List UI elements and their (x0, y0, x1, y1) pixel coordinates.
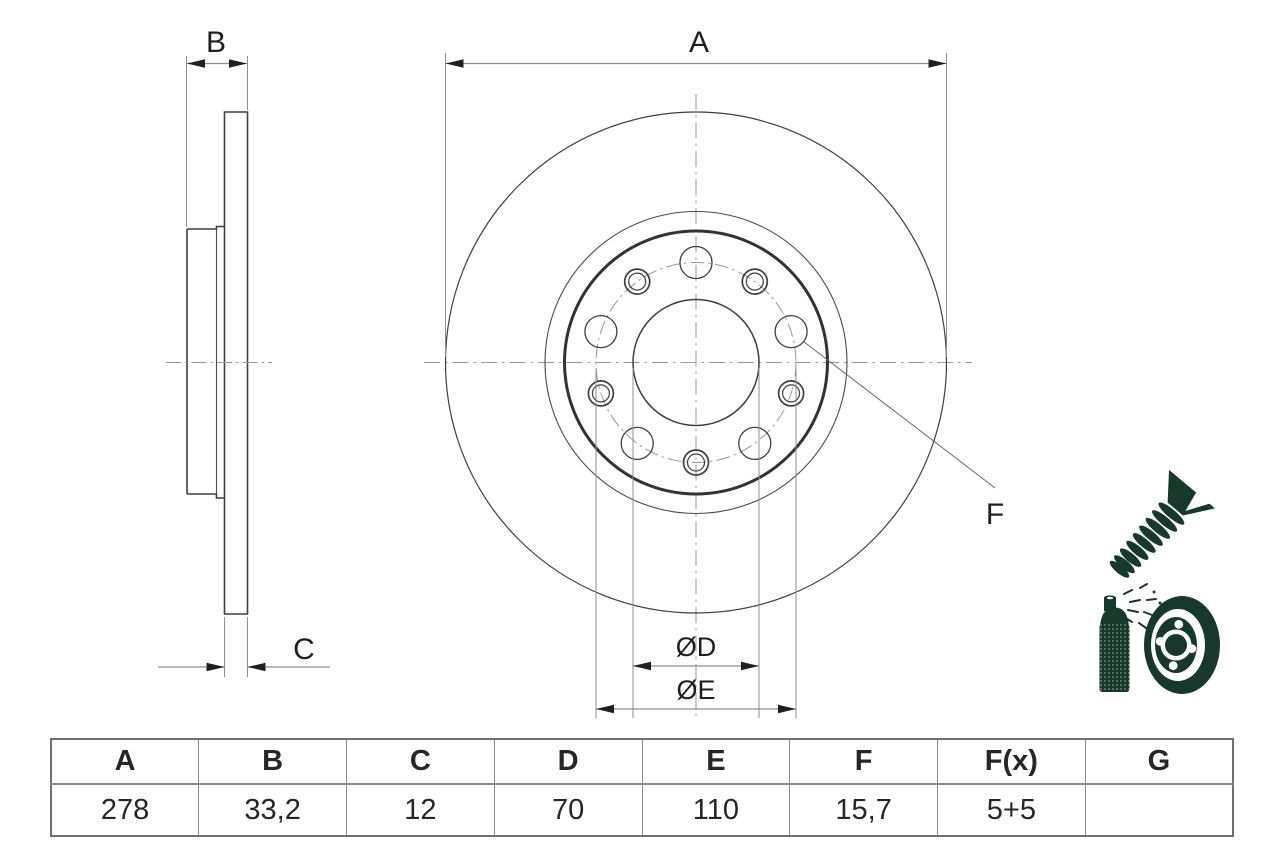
secondary-hole (741, 268, 769, 295)
secondary-hole (623, 268, 651, 295)
bolt-hole (620, 426, 654, 461)
dimension-e-label: ØE (676, 675, 715, 705)
dimension-d: ØD (632, 368, 760, 718)
secondary-hole (587, 380, 615, 407)
secondary-holes (587, 268, 805, 476)
spec-value-b: 33,2 (198, 783, 347, 837)
dimension-c: C (158, 617, 330, 677)
dimension-e: ØE (595, 368, 797, 718)
secondary-hole (682, 449, 710, 476)
friction-ring-outline (223, 111, 249, 615)
bolt-hole (584, 314, 618, 349)
front-view (424, 94, 972, 717)
dimension-b: B (186, 26, 248, 227)
friction-band-inner-circle (544, 210, 848, 515)
spec-header-c: C (346, 738, 495, 785)
bolt-hole (774, 314, 808, 349)
bolt-hole (679, 245, 713, 280)
spec-value-g (1084, 783, 1234, 837)
bolt-circle-centerline (595, 262, 797, 463)
spec-value-a: 278 (50, 783, 200, 837)
side-view-section (166, 111, 272, 615)
spray-can-disc-icon (1099, 583, 1220, 694)
bolt-hole (738, 426, 772, 461)
secondary-hole (777, 380, 805, 407)
outer-diameter-circle (444, 111, 948, 614)
spec-value-f: 15,7 (789, 783, 938, 837)
dimension-c-label: C (293, 633, 315, 666)
spec-header-d: D (493, 738, 643, 785)
hat-outline (186, 225, 225, 499)
spec-header-b: B (198, 738, 347, 785)
spec-header-a: A (50, 738, 200, 785)
hat-edge-circle (563, 229, 829, 496)
countersunk-screw-icon (1109, 469, 1215, 578)
spec-header-fx: F(x) (937, 738, 1086, 785)
spec-value-d: 70 (493, 783, 643, 837)
dimension-d-label: ØD (676, 632, 717, 662)
dimension-a: A (445, 26, 947, 357)
spec-table-value-row: 278 33,2 12 70 110 15,7 5+5 (50, 783, 1234, 837)
leader-f: F (803, 341, 1004, 531)
drawing-canvas: B C (158, 26, 1220, 718)
spec-header-g: G (1084, 738, 1234, 785)
spec-value-e: 110 (641, 783, 791, 837)
spec-value-c: 12 (346, 783, 495, 837)
spec-table-header-row: A B C D E F F(x) G (50, 738, 1234, 785)
dimension-f-label: F (986, 498, 1004, 531)
spec-table: A B C D E F F(x) G 278 33,2 12 70 110 15… (50, 738, 1234, 837)
spec-value-fx: 5+5 (937, 783, 1086, 837)
bolt-holes (584, 245, 808, 461)
center-bore-circle (632, 298, 760, 427)
dimension-b-label: B (206, 26, 226, 59)
spec-header-e: E (641, 738, 791, 785)
dimension-a-label: A (689, 26, 709, 59)
spec-header-f: F (789, 738, 938, 785)
